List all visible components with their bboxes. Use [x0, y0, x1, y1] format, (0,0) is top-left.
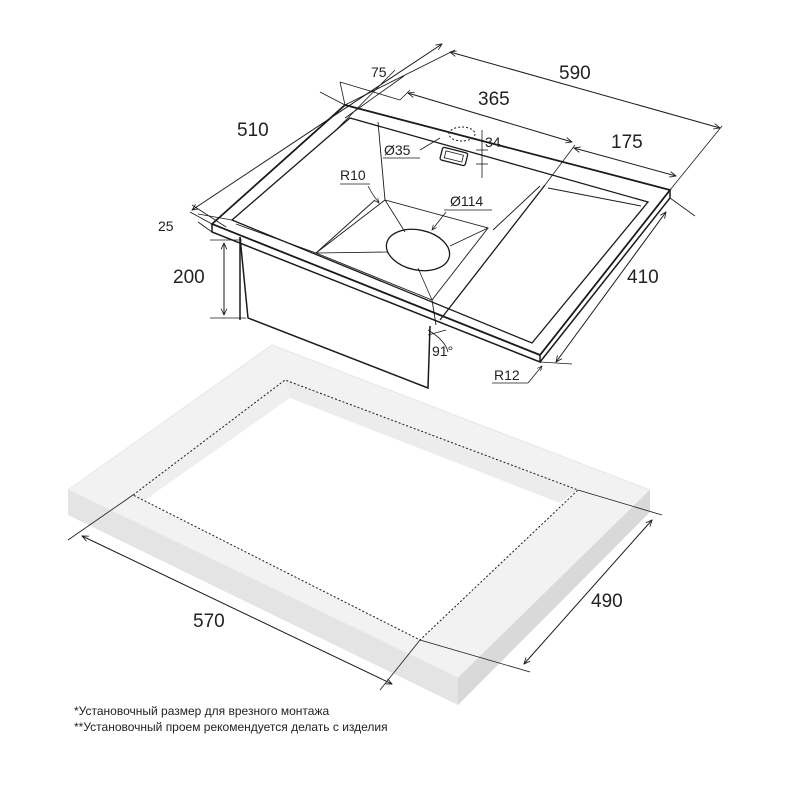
label-drain: Ø114	[450, 193, 483, 209]
dim-total-width: 590	[559, 63, 591, 84]
dimension-depth-total	[189, 44, 442, 225]
dimension-bowl-depth	[210, 239, 246, 319]
dim-back-rim: 75	[371, 64, 387, 80]
dimension-cutout-width	[67, 494, 421, 691]
dim-cutout-width: 570	[193, 611, 225, 632]
label-tap-offset: 34	[485, 134, 501, 150]
bowl-floor	[315, 199, 489, 301]
sink-rim-inner	[230, 117, 650, 344]
dim-bowl-width: 365	[478, 89, 510, 110]
dim-side-depth: 410	[627, 267, 659, 288]
dimension-cutout-depth	[419, 489, 663, 673]
note-mounting-size: *Установочный размер для врезного монтаж…	[74, 704, 330, 718]
sink-rim-outer	[210, 104, 672, 357]
dim-depth-total: 510	[237, 120, 269, 141]
notes: *Установочный размер для врезного монтаж…	[74, 703, 388, 735]
label-tap-hole: Ø35	[384, 142, 411, 158]
cutout-inner-wall	[285, 380, 578, 503]
note-cutout-recommendation: **Установочный проем рекомендуется делат…	[74, 720, 388, 734]
countertop-slab	[67, 344, 651, 705]
dim-drainboard-width: 175	[611, 132, 643, 153]
dimension-drainboard-width	[544, 144, 676, 186]
label-wall-angle: 91°	[432, 343, 453, 359]
bowl-body	[239, 236, 431, 390]
cutout-opening	[133, 380, 578, 640]
dimension-rim-thickness	[191, 204, 233, 233]
dim-bowl-depth: 200	[173, 267, 205, 288]
dimension-side-depth	[539, 197, 696, 365]
dim-cutout-depth: 490	[591, 591, 623, 612]
drain-hole	[385, 228, 451, 272]
label-inner-radius: R10	[340, 167, 366, 183]
label-outer-radius: R12	[494, 367, 520, 383]
dim-rim-thickness: 25	[158, 218, 174, 234]
cutout-inner-wall-left	[133, 380, 290, 500]
